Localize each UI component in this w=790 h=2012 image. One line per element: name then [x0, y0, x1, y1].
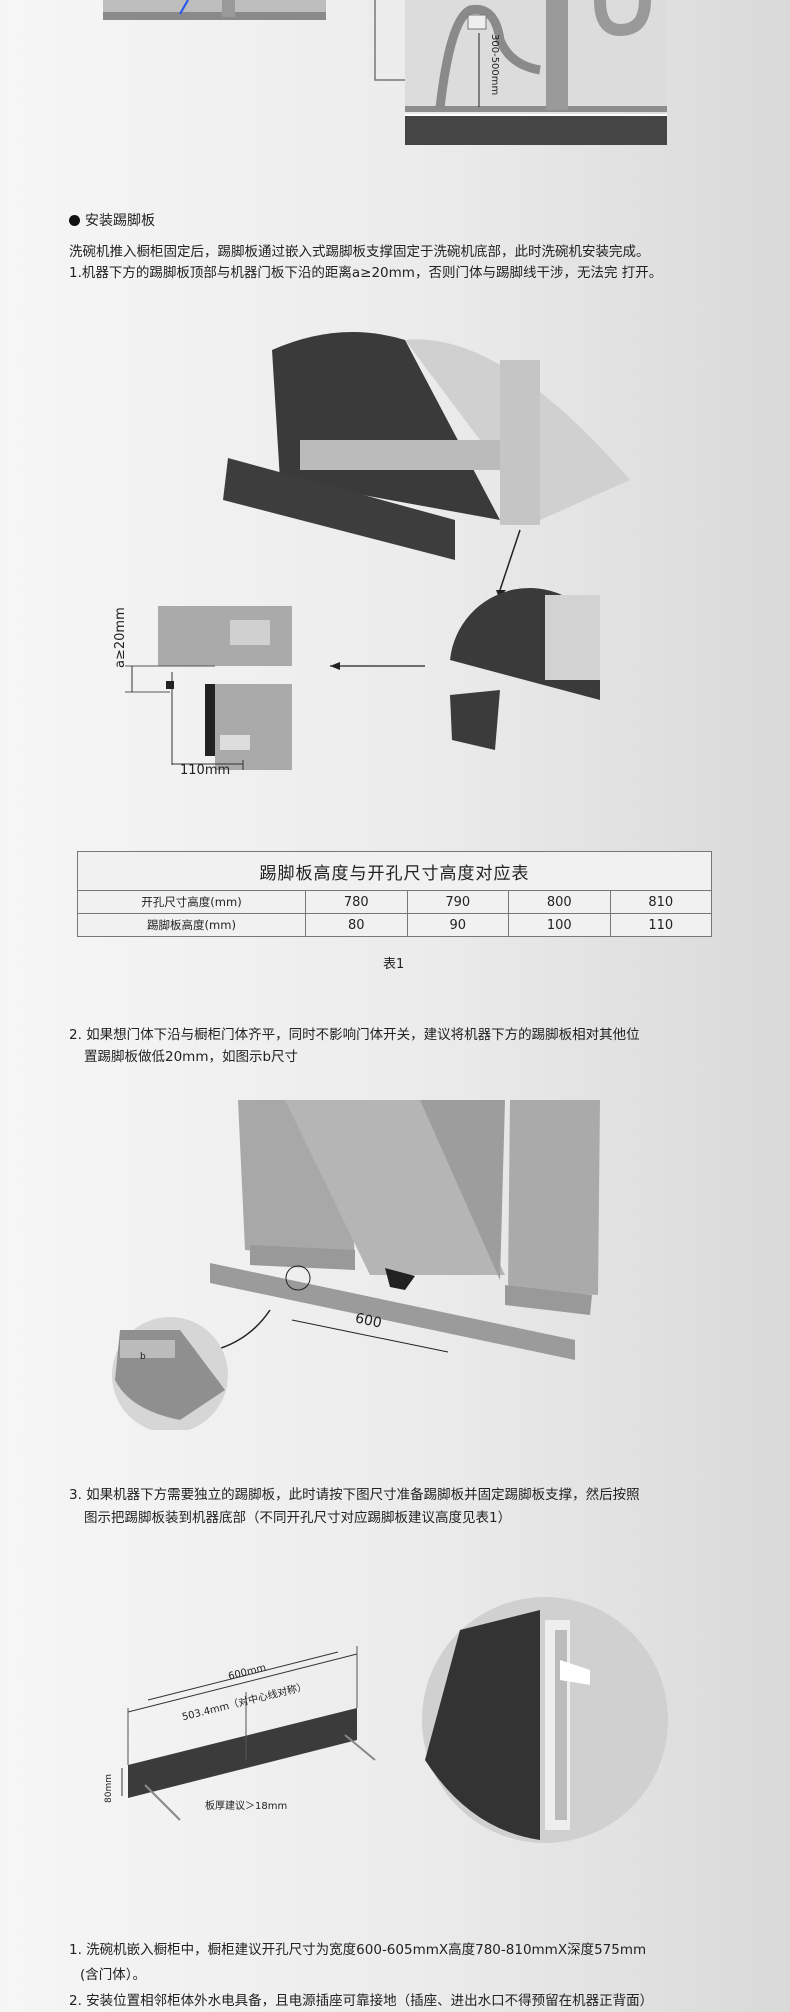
label-b: b [140, 1352, 146, 1362]
drain-hose-figure [103, 0, 667, 145]
item3-line2: 图示把踢脚板装到机器底部（不同开孔尺寸对应踢脚板建议高度见表1） [84, 1510, 512, 1526]
table-cell: 800 [508, 890, 611, 914]
table-cell: 810 [609, 890, 712, 914]
label-110mm: 110mm [180, 763, 231, 778]
item3-line1: 3. 如果机器下方需要独立的踢脚板，此时请按下图尺寸准备踢脚板并固定踢脚板支撑，… [69, 1487, 640, 1503]
bullet-icon [69, 215, 80, 226]
table-cell: 110 [609, 913, 712, 937]
table-cell: 90 [406, 913, 509, 937]
section-heading: 安装踢脚板 [69, 210, 155, 232]
intro-text: 洗碗机推入橱柜固定后，踢脚板通过嵌入式踢脚板支撑固定于洗碗机底部，此时洗碗机安装… [69, 244, 650, 260]
table-cell: 80 [305, 913, 408, 937]
label-board-thickness: 板厚建议＞18mm [205, 1801, 288, 1812]
label-80mm: 80mm [104, 1774, 114, 1803]
table-title: 踢脚板高度与开孔尺寸高度对应表 [77, 851, 712, 891]
table-row: 开孔尺寸高度(mm) 780 790 800 810 [77, 890, 712, 914]
table-cell: 100 [508, 913, 611, 937]
kickboard-dimensions-figure [121, 1597, 668, 1843]
table-cell: 780 [305, 890, 408, 914]
table-caption: 表1 [383, 957, 405, 972]
table-cell: 790 [406, 890, 509, 914]
kickboard-install-figure [125, 332, 630, 770]
item2-line2: 置踢脚板做低20mm，如图示b尺寸 [84, 1049, 299, 1065]
dimension-label-300-500: 300-500mm [489, 34, 500, 96]
item2-line1: 2. 如果想门体下沿与橱柜门体齐平，同时不影响门体开关，建议将机器下方的踢脚板相… [69, 1027, 640, 1043]
section-heading-text: 安装踢脚板 [85, 213, 155, 229]
row-label: 开孔尺寸高度(mm) [77, 890, 306, 914]
label-a-min-20mm: a≥20mm [113, 607, 128, 668]
note1-line1: 1. 洗碗机嵌入橱柜中，橱柜建议开孔尺寸为宽度600-605mmX高度780-8… [69, 1942, 647, 1958]
table-row: 踢脚板高度(mm) 80 90 100 110 [77, 913, 712, 937]
item1-text: 1.机器下方的踢脚板顶部与机器门板下沿的距离a≥20mm，否则门体与踢脚线干涉，… [69, 265, 663, 281]
flush-kickboard-figure [112, 1100, 600, 1430]
note2-line1: 2. 安装位置相邻柜体外水电具备，且电源插座可靠接地（插座、进出水口不得预留在机… [69, 1993, 654, 2009]
kickboard-height-table: 踢脚板高度与开孔尺寸高度对应表 开孔尺寸高度(mm) 780 790 800 8… [77, 851, 712, 937]
row-label: 踢脚板高度(mm) [77, 913, 306, 937]
note1-line2: (含门体）。 [80, 1967, 147, 1983]
